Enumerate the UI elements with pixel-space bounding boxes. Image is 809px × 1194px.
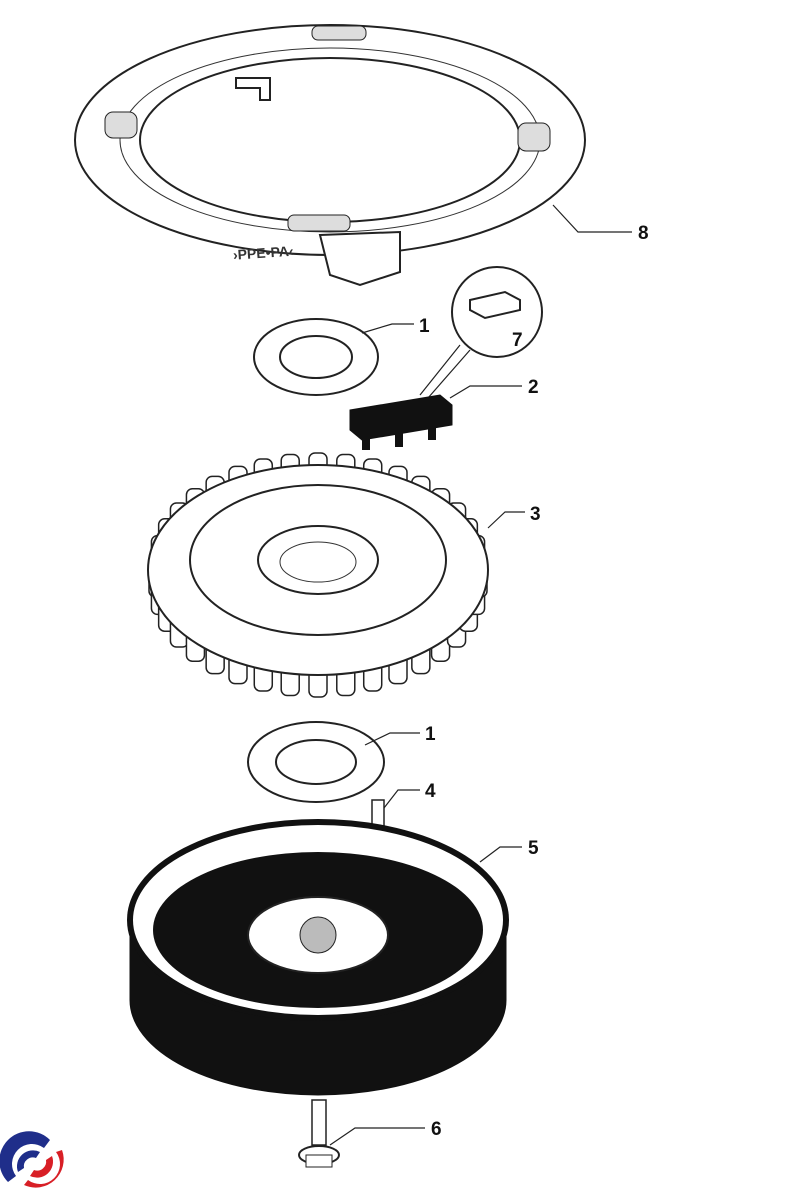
part-label-5: 5	[528, 838, 539, 859]
part-label-4: 4	[425, 781, 436, 802]
part-label-6: 6	[431, 1119, 442, 1140]
stator-part-3	[147, 452, 489, 698]
connector-part-2	[349, 394, 453, 450]
part-label-3: 3	[530, 504, 541, 525]
ring-marking: ›PPE•PA‹	[232, 243, 294, 263]
ring-part-8: ›PPE•PA‹	[74, 24, 586, 287]
part-label-1-top: 1	[419, 316, 430, 337]
rotor-part-5	[127, 819, 509, 1096]
part-label-8: 8	[638, 223, 649, 244]
part-label-7: 7	[512, 330, 523, 351]
washer-part-1-top	[253, 318, 379, 396]
bolt-part-6	[298, 1099, 340, 1168]
washer-part-1-bottom	[247, 721, 385, 803]
part-label-2: 2	[528, 377, 539, 398]
brand-logo	[0, 1131, 64, 1188]
detail-callout-7	[419, 266, 543, 399]
part-label-1-bottom: 1	[425, 724, 436, 745]
